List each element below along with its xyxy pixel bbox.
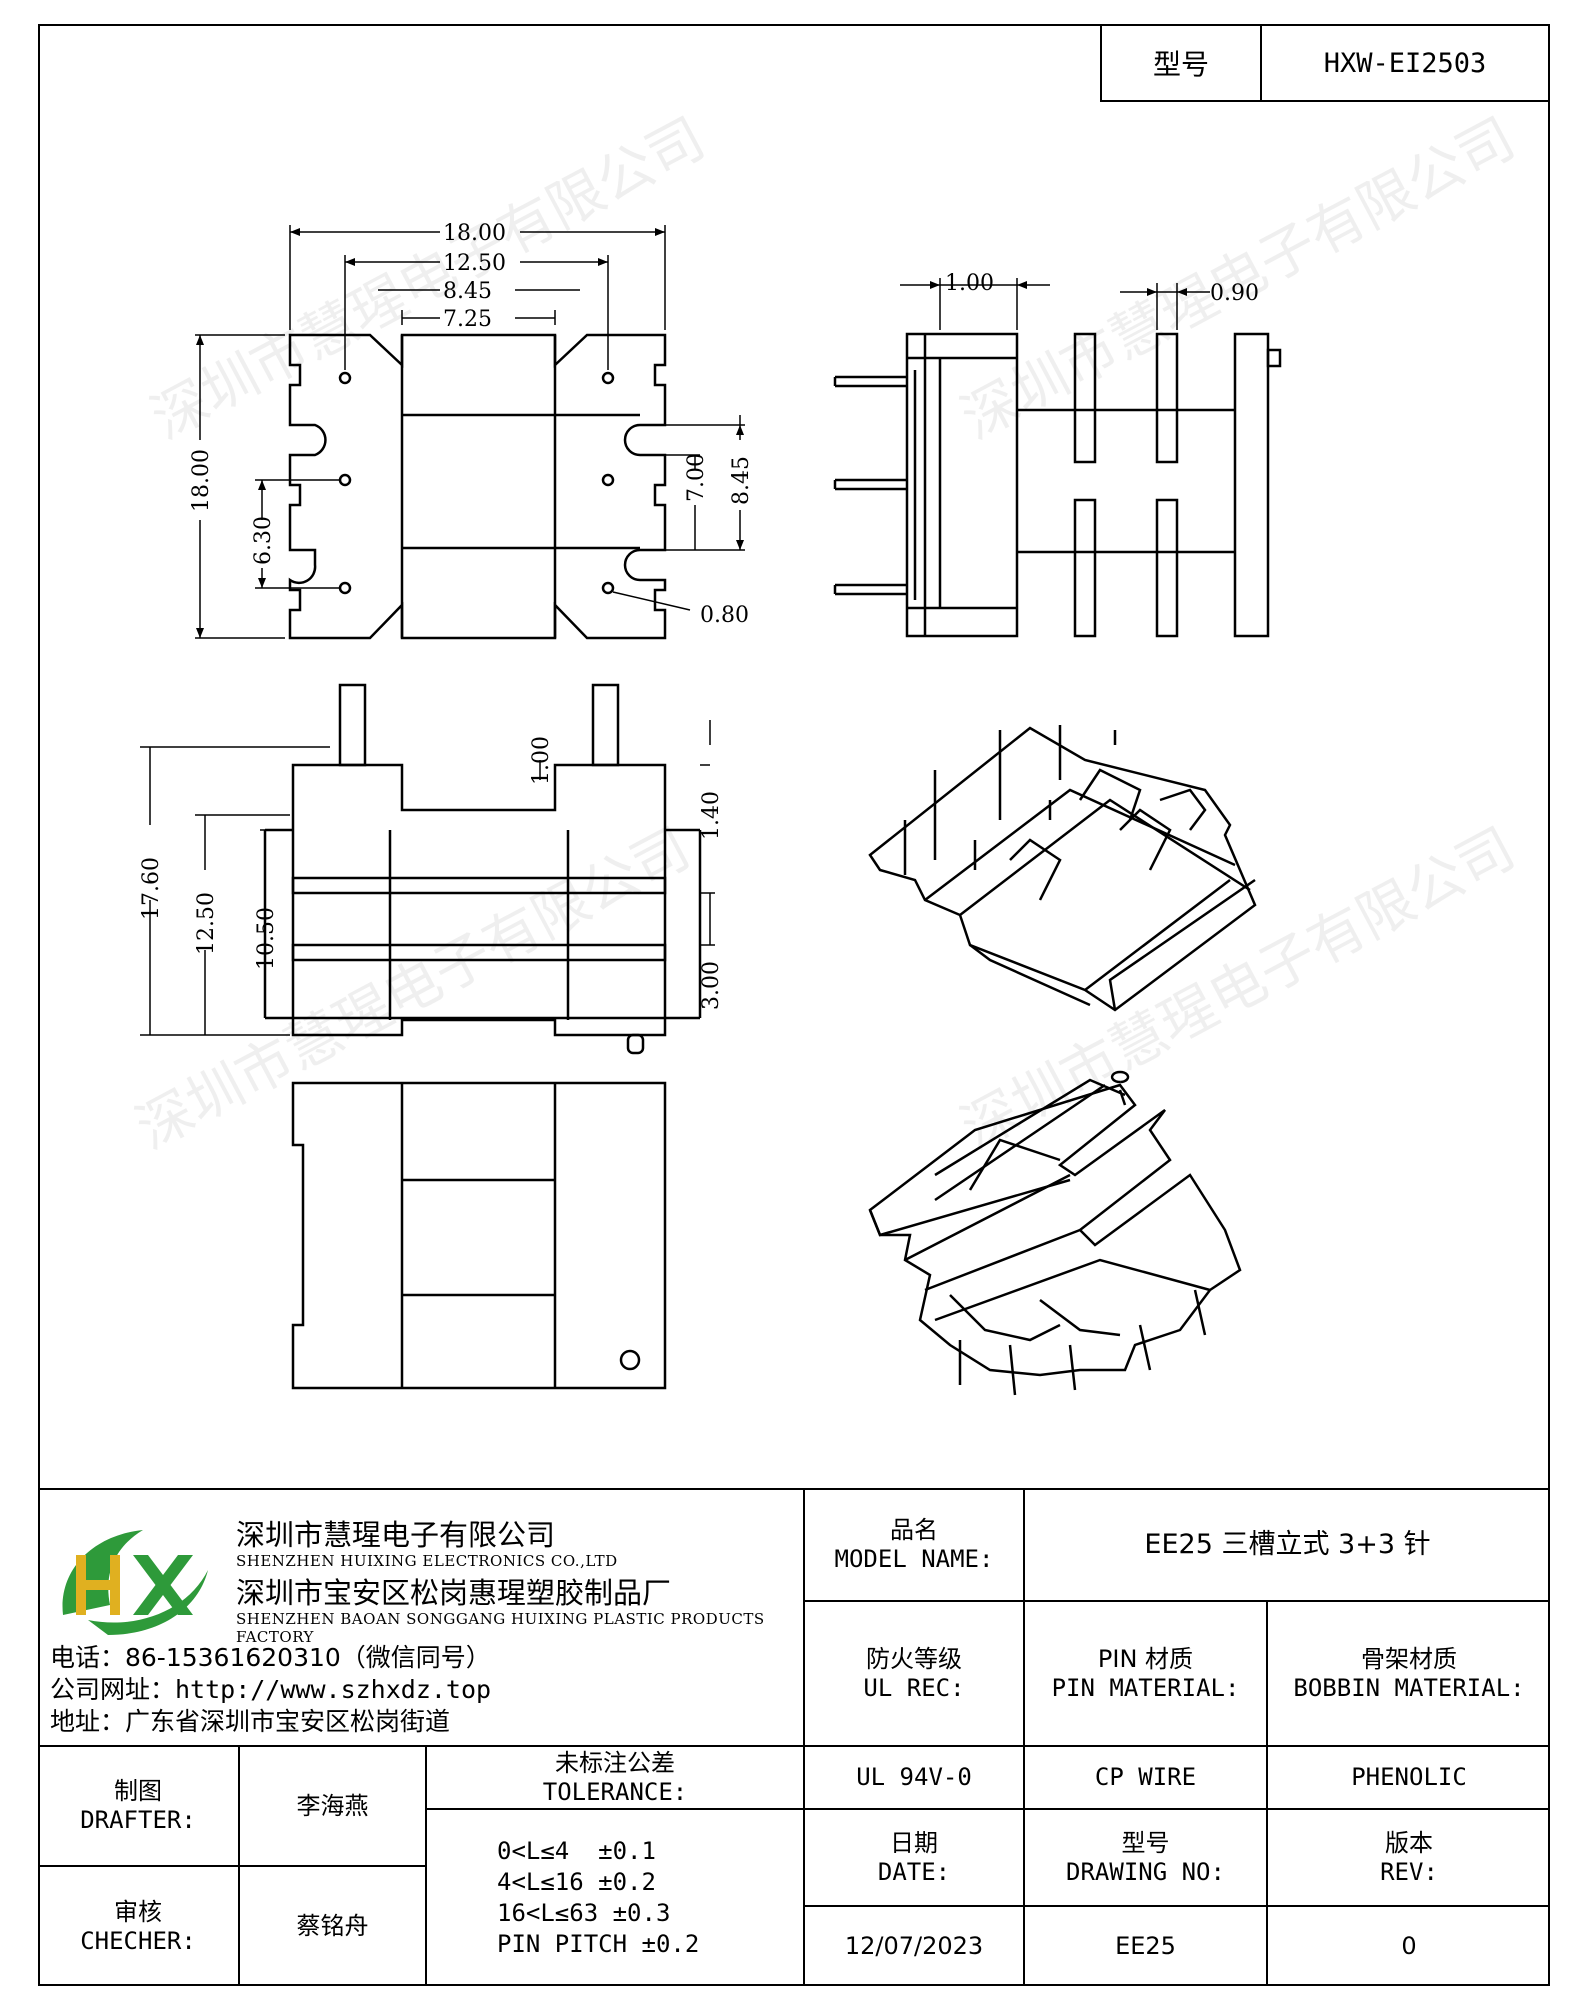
pin-material-en: PIN MATERIAL: <box>1051 1673 1240 1702</box>
drafter-cn: 制图 <box>114 1777 162 1806</box>
tb-vline-1 <box>1023 1490 1025 1986</box>
tolerance-en: TOLERANCE: <box>542 1777 688 1806</box>
company-address: 地址：广东省深圳市宝安区松岗街道 <box>50 1707 451 1736</box>
tolerance-values: 0<L≤4 ±0.1 4<L≤16 ±0.2 16<L≤63 ±0.3 PIN … <box>427 1810 803 1986</box>
dim-inner-845: 8.45 <box>443 279 492 304</box>
isometric-top-view <box>868 725 1257 1012</box>
dim-slot-845: 8.45 <box>729 456 754 505</box>
tb-vline-left-2 <box>425 1745 427 1986</box>
bobbin-material-label: 骨架材质 BOBBIN MATERIAL: <box>1268 1602 1550 1745</box>
dim-flange-100: 1.00 <box>945 271 994 296</box>
pin-material-value: CP WIRE <box>1094 1763 1197 1792</box>
tb-line-1 <box>803 1600 1550 1602</box>
dim-front-1250: 12.50 <box>194 892 219 955</box>
company-info: 深圳市慧瑆电子有限公司 SHENZHEN HUIXING ELECTRONICS… <box>38 1490 803 1745</box>
watermark-1: 深圳市慧瑆电子有限公司 <box>141 106 715 453</box>
company-phone: 电话：86-15361620310（微信同号） <box>50 1643 491 1672</box>
dim-pin-dia: 0.80 <box>700 603 749 628</box>
model-name-value: EE25 三槽立式 3+3 针 <box>1144 1528 1431 1560</box>
dim-height-left: 18.00 <box>189 449 214 512</box>
tolerance-line-1: 0<L≤4 ±0.1 <box>497 1836 656 1865</box>
checker-en: CHECHER: <box>80 1926 196 1955</box>
watermarks: 深圳市慧瑆电子有限公司 深圳市慧瑆电子有限公司 深圳市慧瑆电子有限公司 深圳市慧… <box>126 106 1525 1163</box>
company-name-cn: 深圳市慧瑆电子有限公司 <box>236 1518 556 1552</box>
dim-front-300: 3.00 <box>699 961 724 1010</box>
checker-cn: 审核 <box>114 1897 162 1926</box>
tolerance-line-2: 4<L≤16 ±0.2 <box>497 1867 656 1896</box>
dim-front-1760: 17.60 <box>139 857 164 920</box>
pin-material-cn: PIN 材质 <box>1097 1644 1194 1673</box>
drawing-no-value: EE25 <box>1115 1932 1176 1961</box>
dim-top-width: 18.00 <box>443 221 506 246</box>
checker-label: 审核 CHECHER: <box>38 1867 238 1986</box>
drafter-value: 李海燕 <box>296 1791 369 1820</box>
ul-rec-label: 防火等级 UL REC: <box>805 1602 1023 1745</box>
drawing-no-en: DRAWING NO: <box>1066 1857 1225 1886</box>
model-value: HXW-EI2503 <box>1323 47 1487 79</box>
bobbin-material-value: PHENOLIC <box>1351 1763 1467 1792</box>
tb-vline-2 <box>1266 1600 1268 1986</box>
tb-divider-main <box>803 1490 805 1986</box>
pin-material-label: PIN 材质 PIN MATERIAL: <box>1025 1602 1266 1745</box>
top-view: 18.00 12.50 8.45 7.25 18.00 6.30 7.00 8.… <box>189 221 754 640</box>
tb-line-left <box>38 1865 425 1867</box>
date-label: 日期 DATE: <box>805 1810 1023 1905</box>
tolerance-cn: 未标注公差 <box>555 1748 675 1777</box>
factory-name-en: SHENZHEN BAOAN SONGGANG HUIXING PLASTIC … <box>236 1610 765 1646</box>
bottom-view <box>291 1081 667 1390</box>
dim-pin-span: 12.50 <box>443 251 506 276</box>
drawing-frame <box>38 24 1550 1986</box>
dim-slot-700: 7.00 <box>684 453 709 502</box>
company-name-en: SHENZHEN HUIXING ELECTRONICS CO.,LTD <box>236 1552 618 1570</box>
ul-value: UL 94V-0 <box>856 1763 972 1792</box>
dim-pin-pitch-left: 6.30 <box>251 516 276 565</box>
drawing-no-cn: 型号 <box>1121 1828 1170 1857</box>
date-en: DATE: <box>877 1857 951 1886</box>
company-website: 公司网址：http://www.szhxdz.top <box>50 1675 492 1704</box>
tb-divider-mid <box>38 1745 1550 1747</box>
technical-drawing: 深圳市慧瑆电子有限公司 深圳市慧瑆电子有限公司 深圳市慧瑆电子有限公司 深圳市慧… <box>126 106 1525 1396</box>
rev-en: REV: <box>1380 1857 1438 1886</box>
tb-vline-left-1 <box>238 1745 240 1986</box>
company-logo <box>62 1530 208 1635</box>
model-label: 型号 <box>1102 26 1262 100</box>
model-name-label: 品名 MODEL NAME: <box>805 1490 1023 1600</box>
ul-rec-cn: 防火等级 <box>866 1644 962 1673</box>
drawing-no-label: 型号 DRAWING NO: <box>1025 1810 1266 1905</box>
rev-value: 0 <box>1401 1932 1417 1961</box>
dim-flange-090: 0.90 <box>1210 281 1259 306</box>
factory-name-cn: 深圳市宝安区松岗惠瑆塑胶制品厂 <box>236 1576 672 1610</box>
dim-inner-725: 7.25 <box>443 307 492 332</box>
bobbin-material-cn: 骨架材质 <box>1361 1644 1457 1673</box>
drafter-label: 制图 DRAFTER: <box>38 1747 238 1865</box>
rev-cn: 版本 <box>1385 1828 1433 1857</box>
bobbin-material-en: BOBBIN MATERIAL: <box>1293 1673 1525 1702</box>
model-header: 型号 HXW-EI2503 <box>1100 24 1550 102</box>
dim-front-100: 1.00 <box>529 736 554 785</box>
checker-value: 蔡铭舟 <box>296 1912 369 1941</box>
model-name-en: MODEL NAME: <box>834 1545 994 1573</box>
watermark-3: 深圳市慧瑆电子有限公司 <box>126 816 700 1163</box>
tolerance-line-3: 16<L≤63 ±0.3 <box>497 1899 671 1927</box>
tolerance-label: 未标注公差 TOLERANCE: <box>427 1747 803 1808</box>
tb-line-3 <box>803 1905 1550 1907</box>
watermark-2: 深圳市慧瑆电子有限公司 <box>951 106 1525 453</box>
drafter-en: DRAFTER: <box>80 1806 196 1834</box>
side-view: 1.00 0.90 <box>833 271 1282 638</box>
dim-front-140: 1.40 <box>699 791 724 840</box>
title-block: 深圳市慧瑆电子有限公司 SHENZHEN HUIXING ELECTRONICS… <box>38 1488 1550 1986</box>
front-view: 17.60 12.50 10.50 1.00 1.40 3.00 <box>139 683 724 1055</box>
tolerance-line-4: PIN PITCH ±0.2 <box>497 1930 700 1959</box>
rev-label: 版本 REV: <box>1268 1810 1550 1905</box>
date-value: 12/07/2023 <box>844 1932 984 1961</box>
dim-front-1050: 10.50 <box>254 907 279 970</box>
model-name-cn: 品名 <box>890 1516 938 1545</box>
ul-rec-en: UL REC: <box>863 1673 965 1702</box>
tb-line-tol <box>425 1808 803 1810</box>
tb-line-2 <box>803 1808 1550 1810</box>
isometric-bottom-view <box>868 1070 1242 1396</box>
date-cn: 日期 <box>890 1828 938 1857</box>
